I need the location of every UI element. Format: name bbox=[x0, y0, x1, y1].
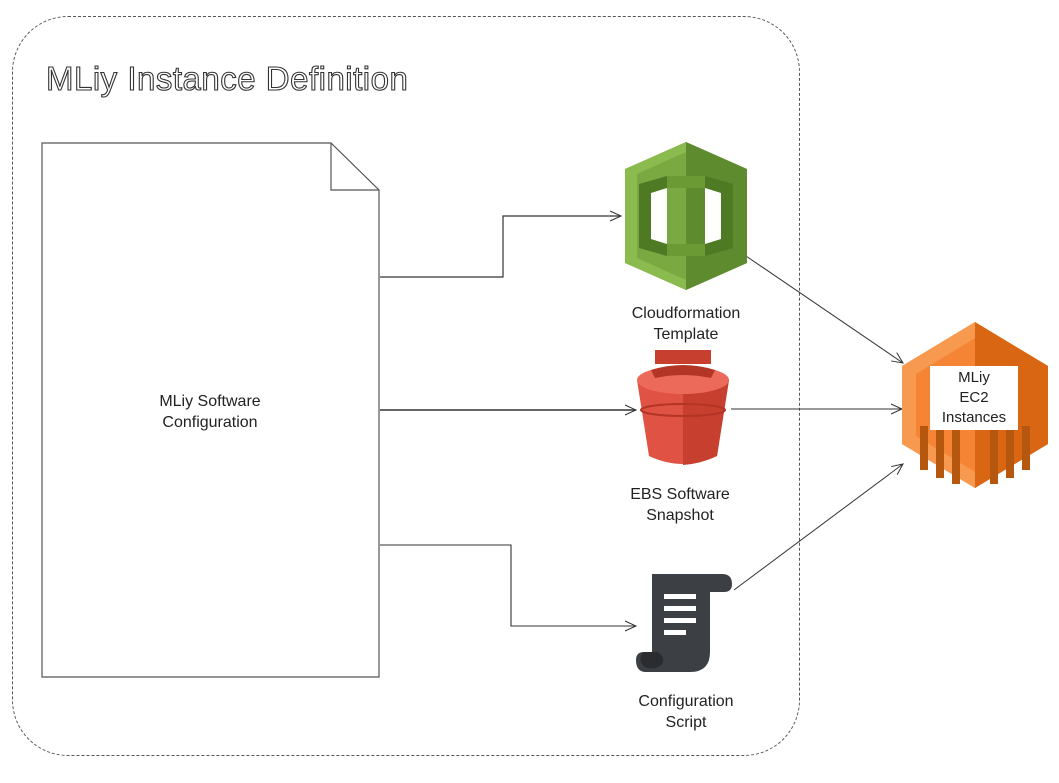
connector-doc-to-cloudformation bbox=[380, 210, 623, 278]
connector-cloudformation-to-ec2 bbox=[745, 255, 904, 364]
ebs-label-line1: EBS Software bbox=[630, 486, 730, 503]
cloudformation-label: Cloudformation Template bbox=[606, 303, 766, 345]
document-label: MLiy Software Configuration bbox=[120, 391, 300, 433]
document-label-line2: Configuration bbox=[162, 414, 258, 431]
instance-definition-group bbox=[12, 16, 800, 756]
cloudformation-label-line1: Cloudformation bbox=[631, 305, 741, 322]
script-label: Configuration Script bbox=[606, 691, 766, 733]
connector-doc-to-script bbox=[380, 544, 638, 632]
connector-script-to-ec2 bbox=[733, 463, 904, 591]
ec2-label: MLiy EC2 Instances bbox=[930, 366, 1018, 430]
script-label-line2: Script bbox=[665, 714, 707, 731]
document-label-line1: MLiy Software bbox=[159, 393, 261, 410]
ec2-label-line1: MLiy bbox=[958, 369, 990, 386]
script-label-line1: Configuration bbox=[638, 693, 734, 710]
s3-bucket-icon bbox=[637, 350, 729, 465]
group-title: MLiy Instance Definition bbox=[45, 59, 409, 97]
ec2-label-line2: EC2 bbox=[959, 389, 989, 406]
script-scroll-icon bbox=[636, 574, 732, 672]
cloudformation-label-line2: Template bbox=[653, 326, 719, 343]
software-configuration-document bbox=[41, 142, 380, 678]
ebs-label-line2: Snapshot bbox=[646, 507, 714, 524]
ec2-label-line3: Instances bbox=[941, 409, 1007, 426]
cloudformation-icon bbox=[625, 142, 747, 290]
ebs-label: EBS Software Snapshot bbox=[600, 484, 760, 526]
